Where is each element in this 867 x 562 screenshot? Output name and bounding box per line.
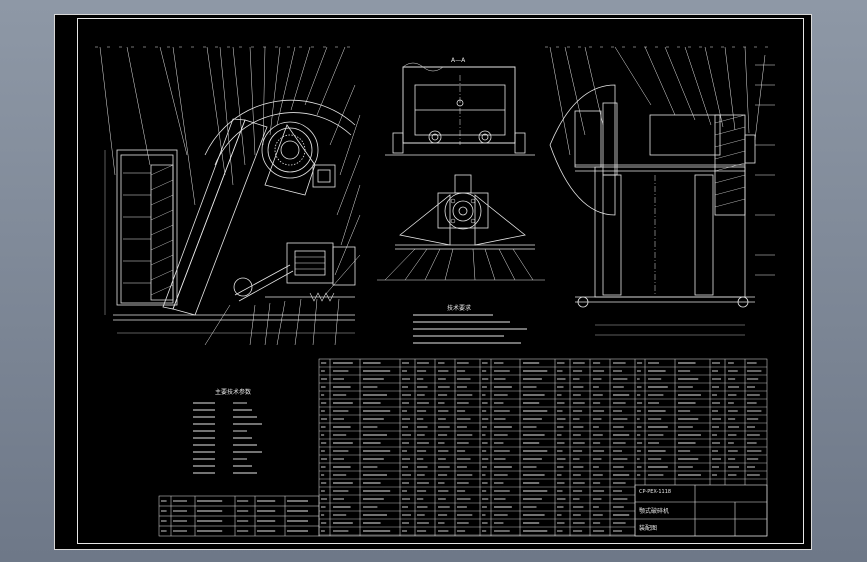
side-view: [545, 46, 775, 336]
tech-requirements-heading: 技术要求: [447, 305, 472, 312]
assembly-drawing: [95, 46, 775, 537]
drawing-frame: [77, 18, 804, 544]
title-block-name: 颚式破碎机: [639, 508, 670, 515]
section-label: A—A: [451, 57, 466, 64]
signature-block: [158, 495, 320, 537]
section-a-a-view: [377, 174, 545, 281]
title-block: [634, 484, 768, 537]
tech-spec-list: [193, 402, 262, 474]
title-block-sheet: 装配图: [639, 525, 658, 532]
tech-spec-heading: 主要技术参数: [215, 389, 252, 396]
top-view: [385, 62, 535, 156]
title-block-code: CP-PEX-1118: [639, 489, 672, 495]
front-section-view: [95, 46, 361, 346]
drawing-sheet: A—A 主要技术参数 技术要求 CP-PEX-1118 颚式破碎机 装配图: [54, 14, 812, 550]
tech-requirements-list: [413, 314, 527, 344]
parts-list-table: [318, 358, 768, 537]
